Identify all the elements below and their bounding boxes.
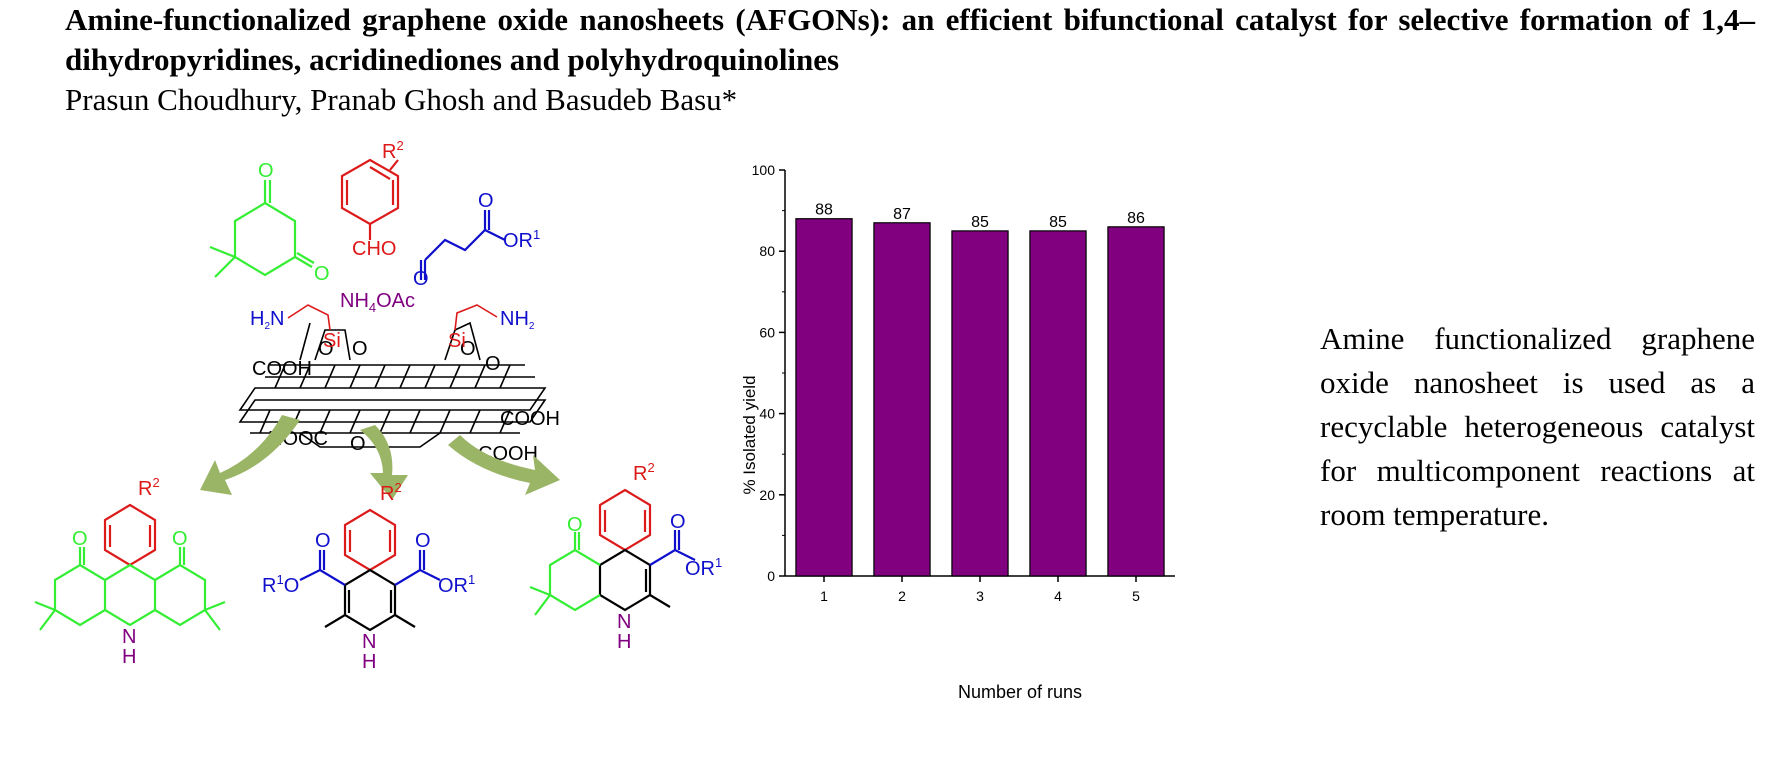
dimedone-o-top: O <box>258 160 274 182</box>
x-tick-label: 1 <box>820 588 828 604</box>
y-tick-label: 60 <box>759 324 775 340</box>
epoxide-o-4: O <box>485 353 501 375</box>
dimedone-structure: O O <box>209 160 330 285</box>
y-tick-label: 40 <box>759 406 775 422</box>
product3-r2: R2 <box>633 460 655 485</box>
bar-value-label: 85 <box>1049 214 1067 231</box>
bar-run-5 <box>1107 226 1165 577</box>
amine-label-right: NH2 <box>500 308 535 332</box>
dimedone-o-bottom: O <box>314 263 330 285</box>
dihydropyridine-product: R2 O O R1O OR1 N H <box>262 480 475 673</box>
y-tick-label: 80 <box>759 243 775 259</box>
bar-run-3 <box>951 230 1009 577</box>
bar-run-1 <box>795 218 853 577</box>
arrow-middle-icon <box>360 425 408 500</box>
aldehyde-r2: R2 <box>382 138 404 163</box>
product1-o-right: O <box>172 528 188 550</box>
chart-bars <box>795 218 1165 577</box>
y-tick-label: 100 <box>752 162 776 178</box>
x-tick-label: 4 <box>1054 588 1062 604</box>
author-list: Prasun Choudhury, Pranab Ghosh and Basud… <box>65 82 738 117</box>
acridinedione-product: R2 O O N H <box>34 475 226 668</box>
ammonium-acetate-label: NH4OAc <box>340 290 415 315</box>
epoxide-o-3: O <box>460 338 476 360</box>
epoxide-o-2: O <box>352 338 368 360</box>
bar-value-label: 86 <box>1127 210 1145 227</box>
product3-h: H <box>617 631 631 653</box>
y-tick-label: 20 <box>759 487 775 503</box>
arrow-right-icon <box>448 435 560 495</box>
product3-or1: OR1 <box>685 555 722 580</box>
x-axis-label: Number of runs <box>958 682 1082 702</box>
arrow-left-icon <box>200 415 300 495</box>
silicon-label-left: Si <box>323 330 341 352</box>
silicon-label-right: Si <box>448 330 466 352</box>
reaction-scheme: O O R2 CHO O OR1 O NH4OAc COOH HOOC COOH… <box>34 138 722 673</box>
product1-o-left: O <box>72 528 88 550</box>
header: Amine-functionalized graphene oxide nano… <box>65 0 1755 120</box>
bar-value-label: 87 <box>893 206 911 223</box>
reaction-arrows <box>200 415 560 500</box>
article-title: Amine-functionalized graphene oxide nano… <box>65 2 1755 77</box>
aldehyde-structure: R2 CHO <box>340 138 404 260</box>
bar-value-label: 88 <box>815 202 833 219</box>
product3-o-green: O <box>567 514 583 536</box>
graphene-oxide-sheet: COOH HOOC COOH COOH O O O O O Si Si H2N … <box>238 304 560 465</box>
x-tick-label: 5 <box>1132 588 1140 604</box>
bar-run-2 <box>873 222 931 577</box>
x-tick-label: 3 <box>976 588 984 604</box>
product2-o-left: O <box>315 530 331 552</box>
cooh-label-left: COOH <box>252 358 312 380</box>
product2-h: H <box>362 651 376 673</box>
bar-run-4 <box>1029 230 1087 577</box>
y-axis-label: % Isolated yield <box>740 375 759 494</box>
ketoester-o-top: O <box>478 190 494 212</box>
bar-value-label: 85 <box>971 214 989 231</box>
ketoester-or1: OR1 <box>503 227 540 252</box>
chart-labels: 0 20 40 60 80 100 1 88 2 87 3 85 4 85 5 86 <box>752 162 1145 604</box>
epoxide-o-1: O <box>318 338 334 360</box>
product1-n: N <box>122 626 136 648</box>
cooh-label-right: COOH <box>500 408 560 430</box>
aldehyde-cho: CHO <box>352 238 396 260</box>
graphical-abstract-caption: Amine functionalized graphene oxide nano… <box>1320 321 1755 532</box>
product2-r1o: R1O <box>262 572 299 597</box>
product2-r2: R2 <box>380 480 402 505</box>
product2-or1: OR1 <box>438 572 475 597</box>
recyclability-bar-chart: 0 20 40 60 80 100 1 88 2 87 3 85 4 85 5 86 % Isolated y… <box>740 162 1175 702</box>
amine-label-left: H2N <box>250 308 284 332</box>
y-tick-label: 0 <box>767 568 775 584</box>
ketoester-o-bottom: O <box>413 268 429 290</box>
x-tick-label: 2 <box>898 588 906 604</box>
product1-h: H <box>122 646 136 668</box>
epoxide-o-5: O <box>350 433 366 455</box>
product2-o-right: O <box>415 530 431 552</box>
product3-n: N <box>617 611 631 633</box>
ketoester-structure: O OR1 O <box>413 190 540 290</box>
polyhydroquinoline-product: R2 O O OR1 N H <box>529 460 722 653</box>
product2-n: N <box>362 631 376 653</box>
product1-r2: R2 <box>138 475 160 500</box>
product3-o-blue: O <box>670 511 686 533</box>
